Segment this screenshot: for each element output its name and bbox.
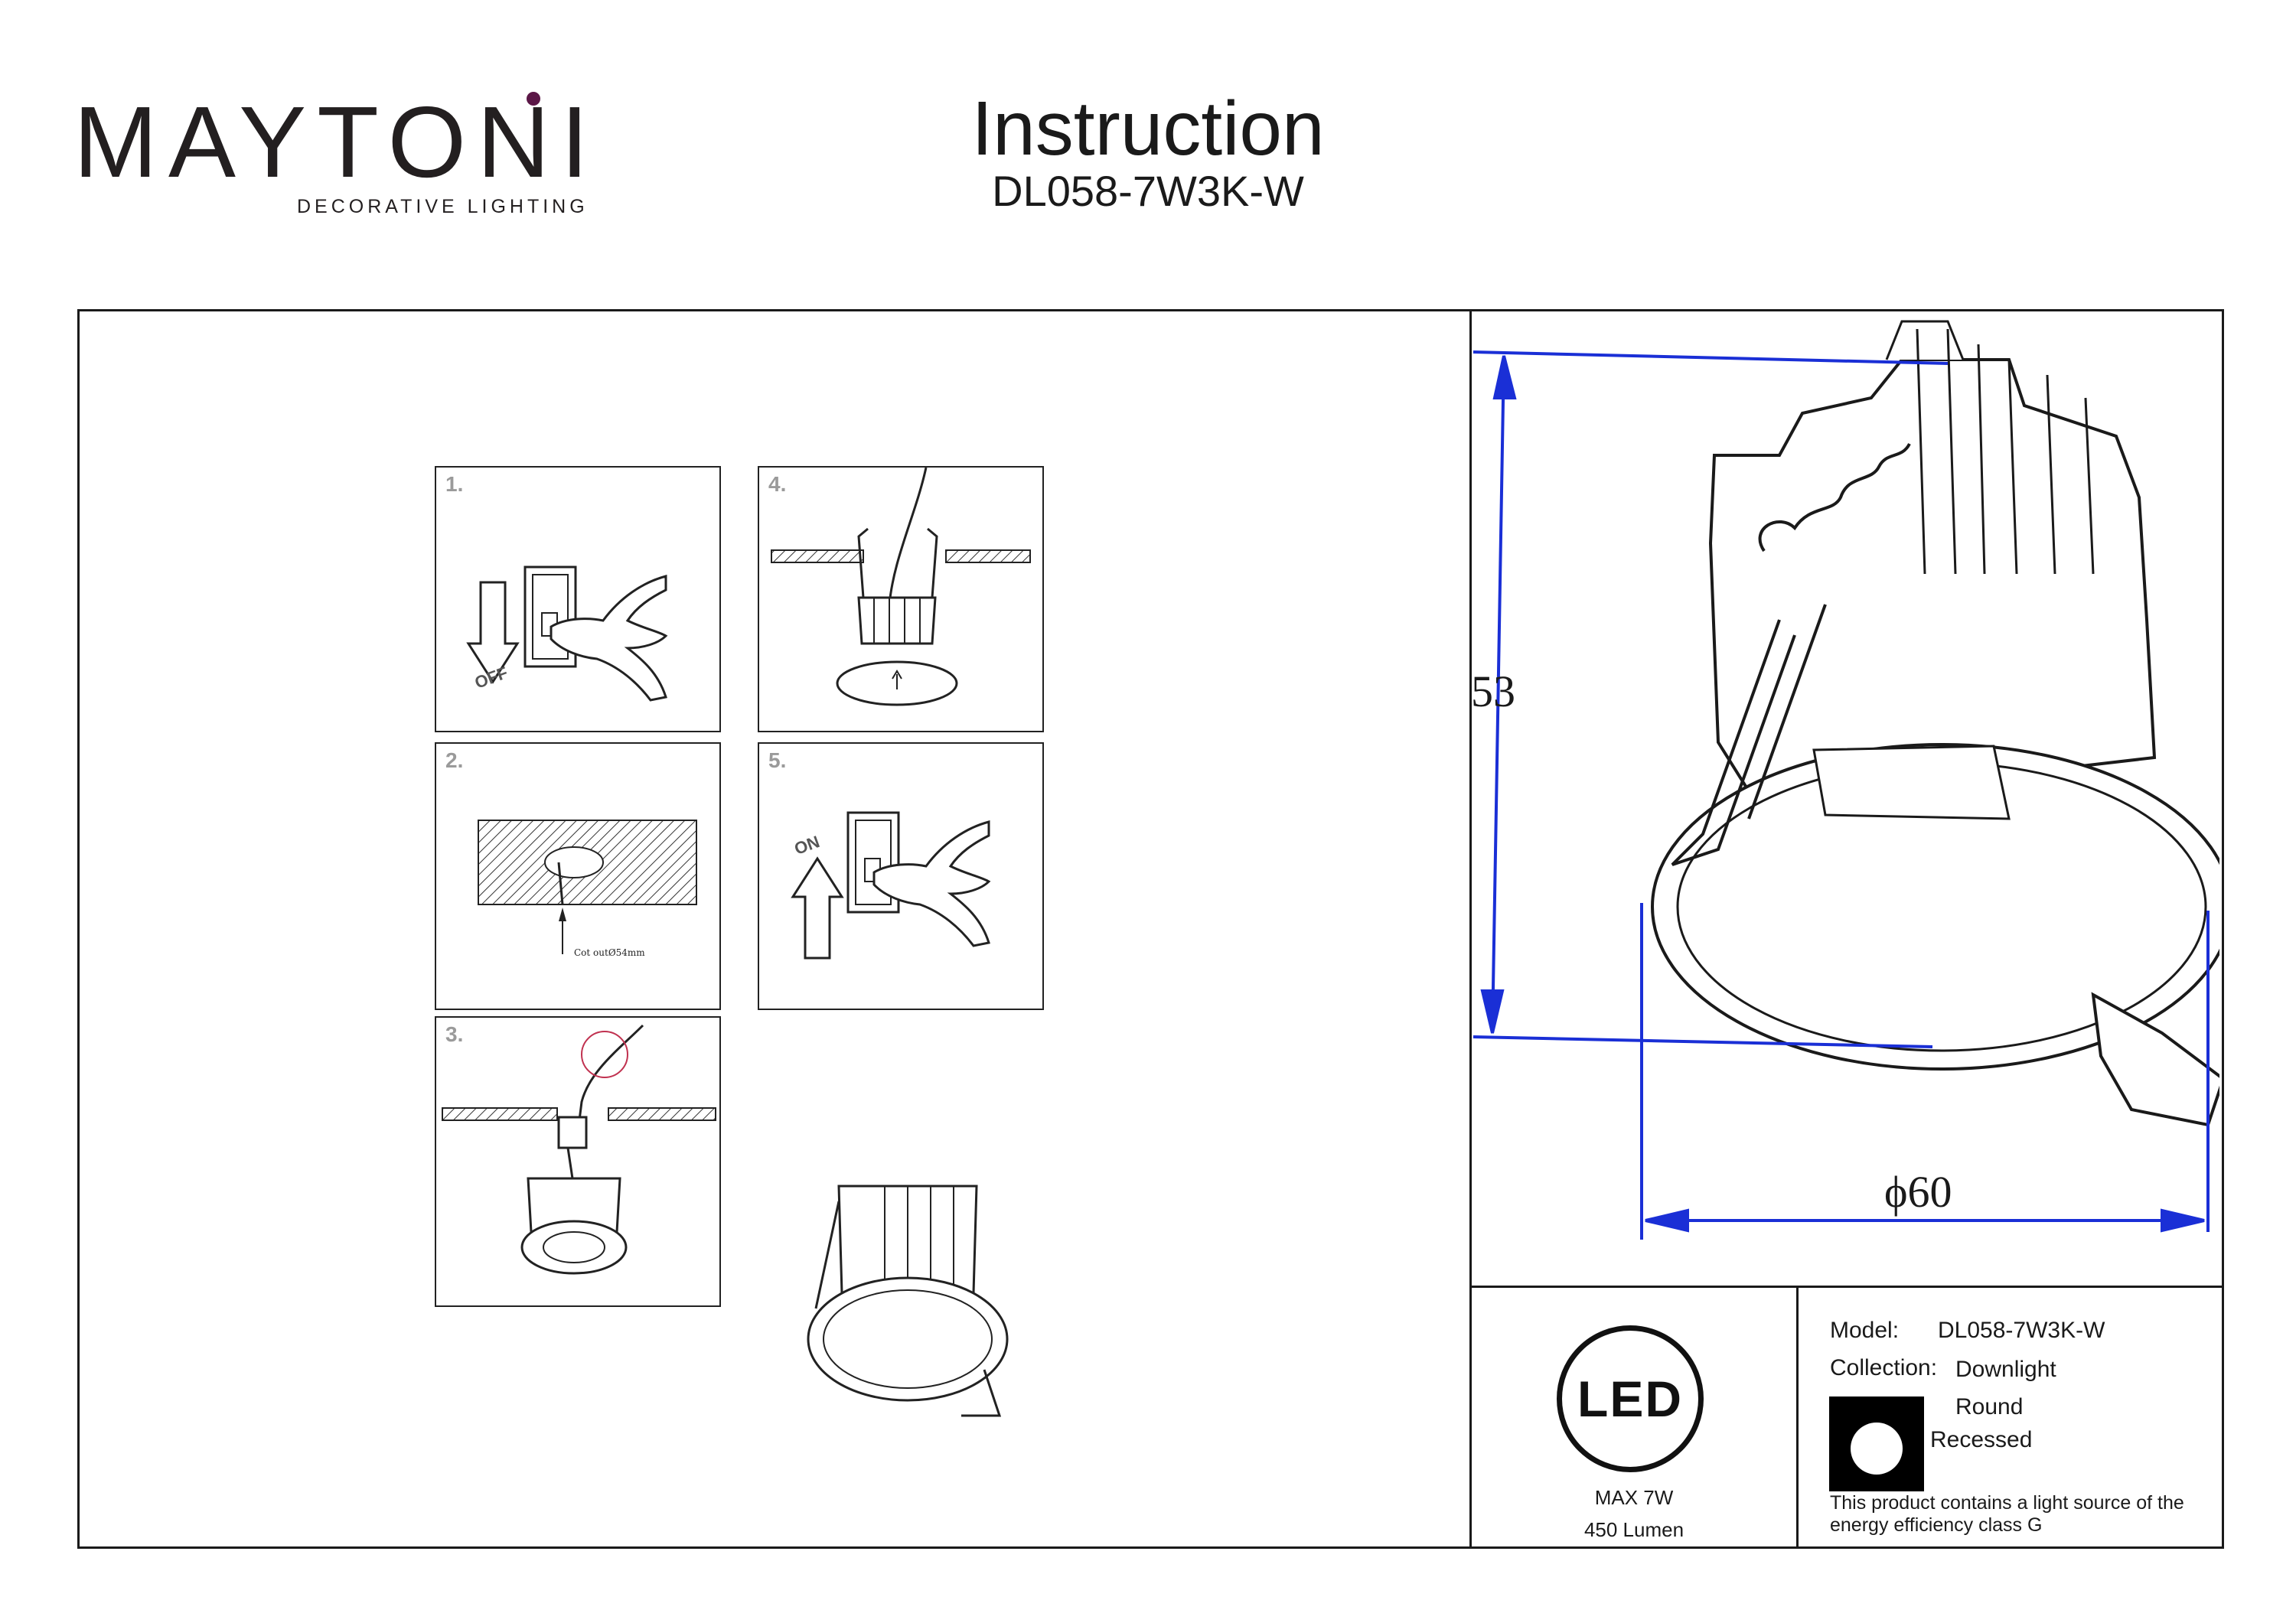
model-label: Model: [1830,1318,1900,1343]
step-1-panel: 1. OFF [435,466,721,732]
step-4-panel: 4. [758,466,1044,732]
installed-fixture-sketch [807,1185,1009,1417]
page-title: Instruction [971,86,1325,171]
cutout-size-label: Cot outØ54mm [574,947,645,958]
diameter-dimension-label: ϕ60 [1884,1167,1952,1217]
step-number: 4. [768,472,787,496]
shape-value: Round [1955,1394,2024,1419]
dimension-drawing [1473,320,2219,1240]
frame-divider-vertical [1469,309,1472,1549]
round-recessed-icon [1829,1396,1924,1491]
step-number: 1. [445,472,464,496]
insert-fixture-illustration [771,468,1031,706]
lumen-output: 450 Lumen [1583,1518,1684,1541]
step-number: 2. [445,748,464,772]
step-number: 3. [445,1022,464,1046]
collection-value: Downlight [1955,1357,2056,1382]
switch-off-illustration [466,565,668,702]
frame-divider-horizontal [1469,1286,2224,1288]
collection-label: Collection: [1830,1355,1938,1380]
step-5-panel: 5. ON [758,742,1044,1010]
led-badge-icon: LED [1557,1325,1704,1472]
cutout-illustration [478,820,697,954]
page-subtitle-model: DL058-7W3K-W [992,167,1304,215]
content-frame [77,309,2224,1549]
brand-tagline: DECORATIVE LIGHTING [297,196,589,217]
brand-logo: MAYTONI [73,92,599,193]
wiring-illustration [442,1024,716,1275]
brand-logo-dot [527,92,540,106]
step-2-panel: 2. Cot outØ54mm [435,742,721,1010]
switch-on-illustration [791,811,991,960]
step-number: 5. [768,748,787,772]
mount-value: Recessed [1930,1427,2033,1452]
height-dimension-label: 53 [1471,666,1515,716]
brand-name: MAYTONI [73,86,600,198]
step-3-panel: 3. [435,1016,721,1307]
energy-class-note: This product contains a light source of … [1830,1492,2184,1536]
max-power: MAX 7W [1594,1486,1674,1509]
model-value: DL058-7W3K-W [1938,1318,2105,1343]
info-divider-vertical [1796,1286,1799,1549]
led-badge-text: LED [1577,1370,1683,1427]
